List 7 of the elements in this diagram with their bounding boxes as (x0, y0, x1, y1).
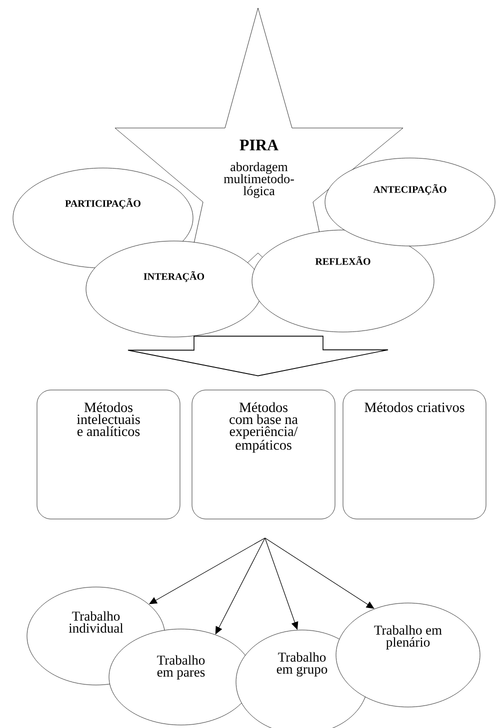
arrow (264, 538, 298, 630)
arrow (264, 538, 374, 609)
block-arrow (128, 336, 388, 376)
rounded-box: Métodos criativos (342, 390, 486, 520)
node-label: Trabalho em grupo (276, 652, 328, 676)
rounded-box: Métodos intelectuais e analíticos (36, 390, 180, 520)
rounded-box: Métodos com base na experiência/ empáticos (192, 390, 336, 520)
